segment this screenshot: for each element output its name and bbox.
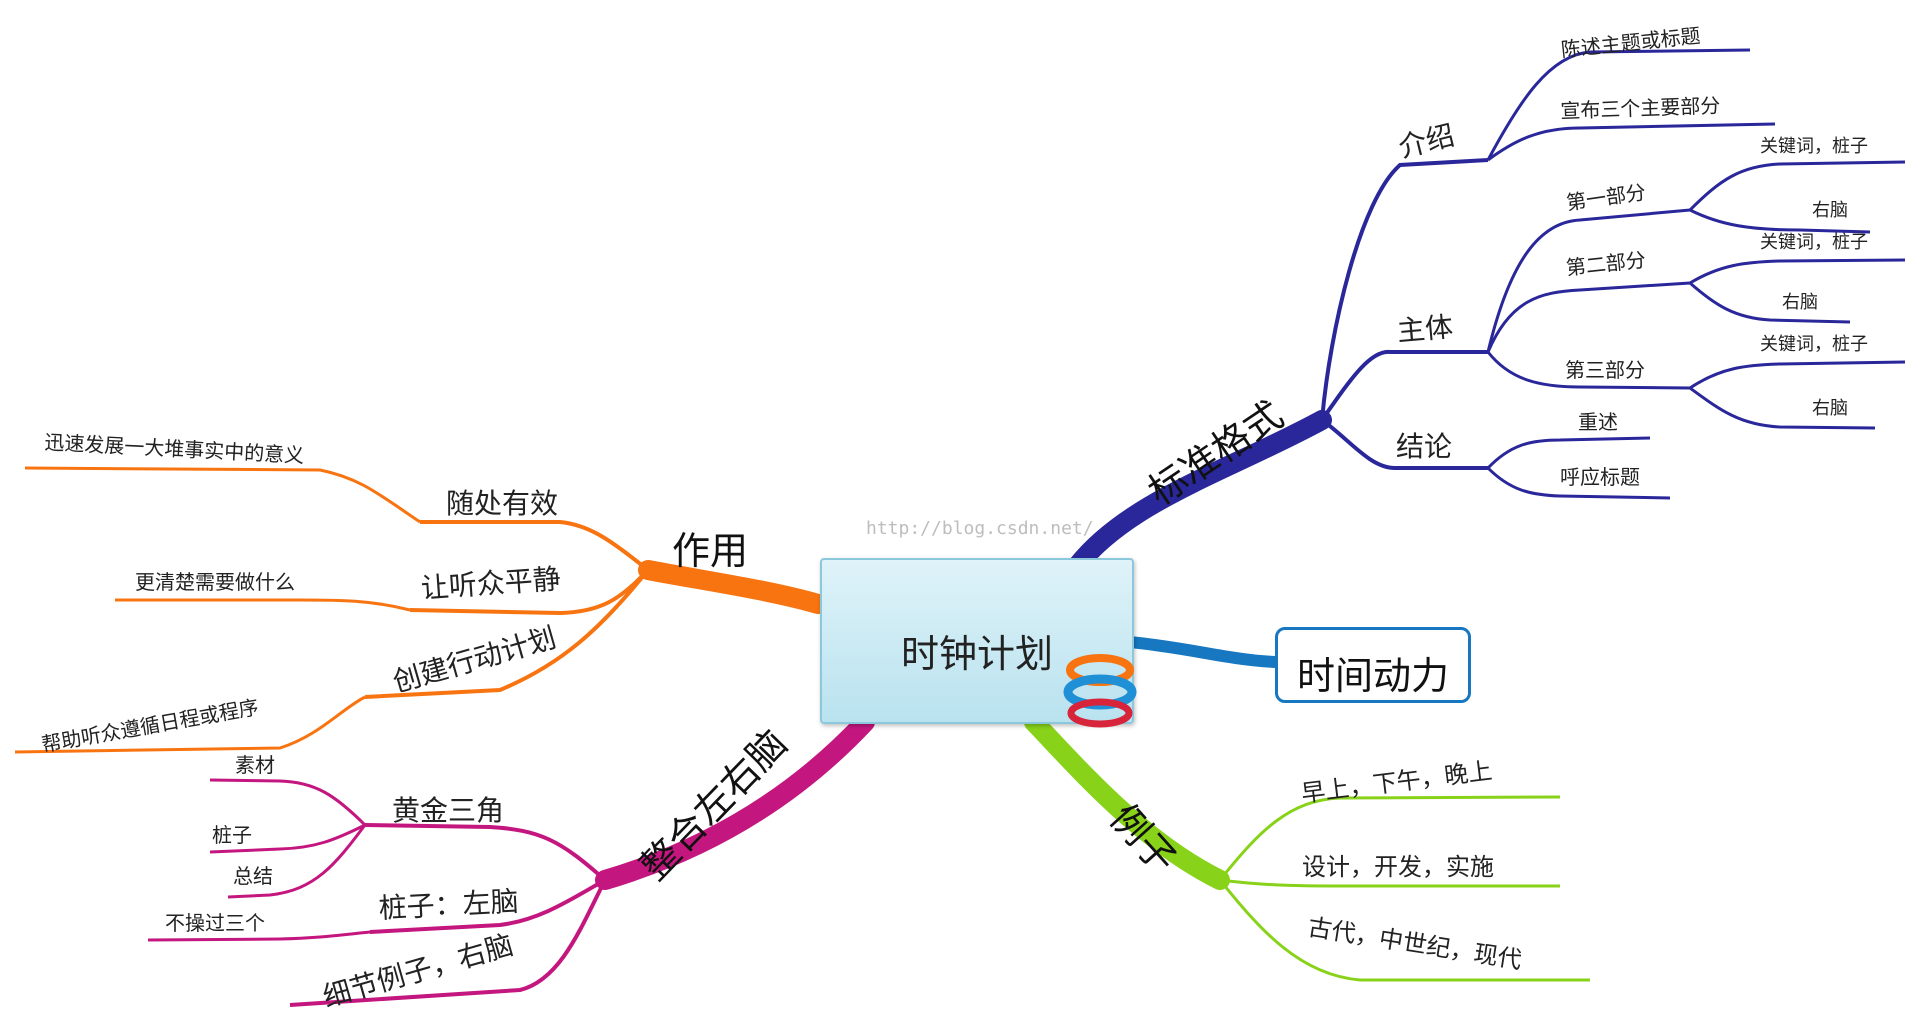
- part3-item-2[interactable]: 右脑: [1812, 398, 1848, 419]
- link-body-part-3: [1486, 351, 1691, 390]
- link-integrate-trunk: [595, 712, 875, 890]
- standard-conclusion-label[interactable]: 结论: [1396, 430, 1453, 463]
- central-topic-title: 时钟计划: [900, 632, 1053, 676]
- link-conclusion-item-2: [1486, 466, 1671, 500]
- conclusion-item-1[interactable]: 重述: [1578, 410, 1618, 434]
- golden-item-3[interactable]: 总结: [233, 864, 273, 888]
- conclusion-item-2[interactable]: 呼应标题: [1560, 465, 1640, 489]
- part3-item-1[interactable]: 关键词，桩子: [1760, 334, 1868, 355]
- floating-topic[interactable]: 时间动力: [1275, 627, 1471, 703]
- part2-item-2[interactable]: 右脑: [1782, 292, 1818, 313]
- link-example-item-1: [1218, 795, 1561, 881]
- peg-item-1[interactable]: 不操过三个: [165, 911, 265, 935]
- link-example-trunk: [1024, 712, 1230, 890]
- part1-item-2[interactable]: 右脑: [1812, 200, 1848, 221]
- link-integrate-peg: [369, 878, 606, 934]
- link-example-item-2: [1219, 878, 1560, 888]
- link-part2-item-1: [1689, 258, 1906, 285]
- link-golden-item-1: [209, 778, 367, 827]
- link-integrate-golden: [364, 823, 607, 882]
- link-function-sub-1: [24, 466, 421, 524]
- link-body-part-2: [1486, 281, 1691, 353]
- xmind-logo-icon: [1063, 654, 1137, 728]
- link-body-part-1: [1486, 208, 1691, 353]
- link-integrate-detail: [289, 879, 607, 1007]
- link-conclusion-item-1: [1486, 436, 1651, 470]
- golden-triangle-label[interactable]: 黄金三角: [392, 794, 505, 827]
- link-golden-item-3: [227, 824, 367, 899]
- link-function-sub-2: [115, 598, 411, 612]
- golden-item-1[interactable]: 素材: [235, 753, 275, 777]
- link-example-item-3: [1218, 879, 1590, 982]
- intro-item-2[interactable]: 宣布三个主要部分: [1559, 93, 1721, 123]
- watermark: http://blog.csdn.net/: [866, 518, 1094, 539]
- link-standard-conclusion: [1320, 418, 1488, 470]
- golden-item-2[interactable]: 桩子: [212, 823, 252, 847]
- link-function-sub-3: [14, 695, 366, 754]
- link-standard-intro: [1320, 158, 1489, 421]
- central-topic[interactable]: 时钟计划: [820, 558, 1134, 724]
- standard-body-label[interactable]: 主体: [1395, 310, 1455, 348]
- link-part1-item-2: [1689, 208, 1871, 234]
- link-part3-item-1: [1689, 360, 1906, 390]
- floating-topic-title: 时间动力: [1296, 654, 1449, 698]
- part1-item-1[interactable]: 关键词，桩子: [1760, 136, 1868, 157]
- link-function-item-3: [364, 568, 650, 699]
- link-intro-item-1: [1486, 48, 1751, 161]
- body-part-3-label[interactable]: 第三部分: [1565, 358, 1645, 382]
- part2-item-1[interactable]: 关键词，桩子: [1760, 232, 1868, 253]
- link-intro-item-2: [1487, 122, 1776, 162]
- link-part3-item-2: [1689, 386, 1876, 430]
- branch-function-label[interactable]: 作用: [672, 529, 749, 573]
- link-peg-item-1: [147, 930, 371, 942]
- peg-left-brain-label[interactable]: 桩子：左脑: [377, 884, 520, 925]
- link-standard-trunk: [1068, 410, 1332, 575]
- link-function-trunk: [638, 560, 828, 614]
- link-part1-item-1: [1688, 160, 1906, 212]
- function-item-1-label[interactable]: 随处有效: [446, 487, 559, 520]
- link-part2-item-2: [1689, 281, 1851, 324]
- link-standard-body: [1320, 349, 1488, 422]
- link-golden-item-2: [209, 823, 366, 854]
- link-floating: [1124, 636, 1281, 668]
- function-item-2-sub[interactable]: 更清楚需要做什么: [135, 570, 295, 594]
- example-item-2[interactable]: 设计，开发，实施: [1302, 853, 1494, 881]
- link-function-item-1: [420, 520, 650, 572]
